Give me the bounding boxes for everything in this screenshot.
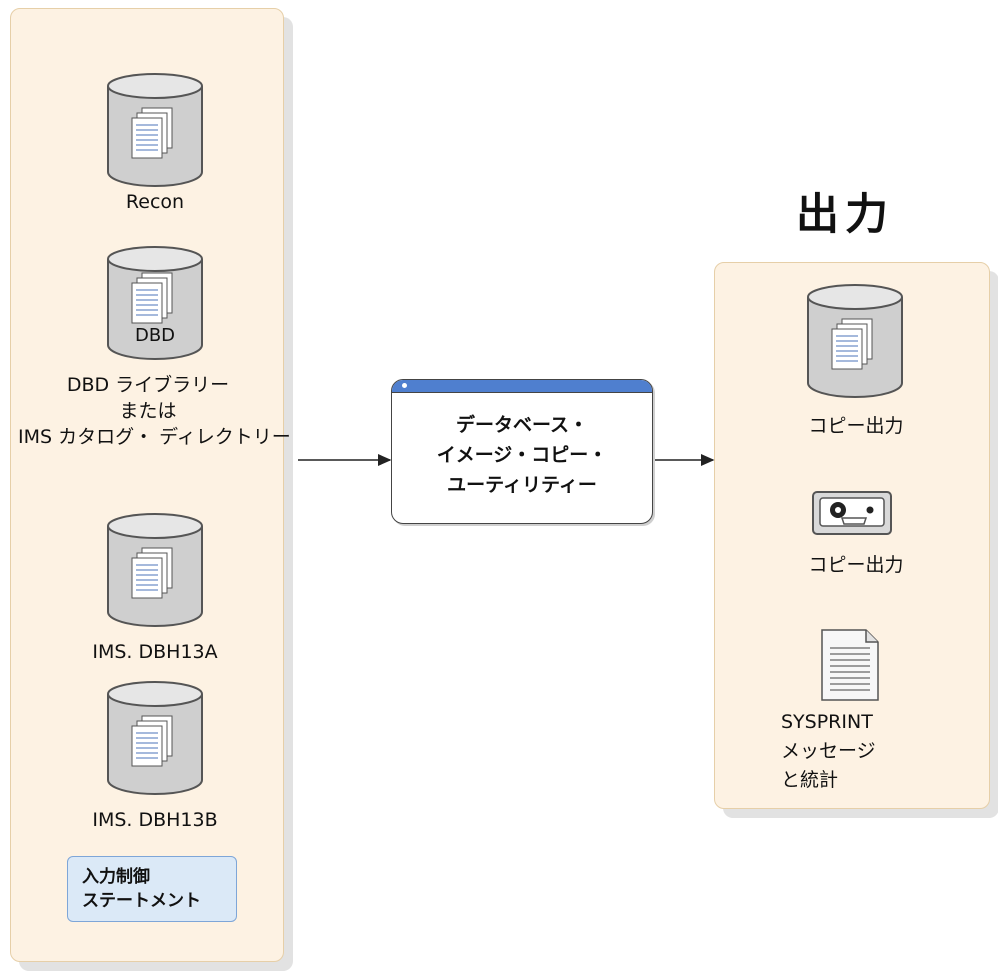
utility-titlebar (392, 380, 652, 393)
dbd-label-line-3: IMS カタログ・ ディレクトリー (18, 426, 291, 448)
control-statements-text: 入力制御 ステートメント (82, 865, 201, 913)
dbh13a-label: IMS. DBH13A (92, 641, 218, 663)
sysprint-line-2: メッセージ (781, 740, 876, 762)
dbh13a-database-icon (106, 512, 204, 630)
sysprint-label: SYSPRINT メッセージ と統計 (781, 708, 876, 795)
image-copy-utility-box: データベース・ イメージ・コピー・ ユーティリティー (391, 379, 653, 524)
utility-name: データベース・ イメージ・コピー・ ユーティリティー (392, 410, 652, 500)
control-line-2: ステートメント (82, 891, 201, 911)
output-heading: 出力 (796, 190, 894, 240)
copy-output-database-icon (806, 283, 904, 401)
tape-icon (812, 491, 892, 535)
utility-line-1: データベース・ (455, 414, 589, 436)
titlebar-dot-icon (402, 383, 407, 388)
dbh13b-label: IMS. DBH13B (92, 809, 218, 831)
dbd-library-label: DBD ライブラリー または IMS カタログ・ ディレクトリー (18, 372, 291, 450)
dbd-library-database-icon: DBD (106, 245, 204, 363)
dbd-label-line-2: または (119, 400, 177, 422)
recon-database-icon (106, 72, 204, 190)
copy-output-tape-label: コピー出力 (808, 554, 904, 576)
utility-line-3: ユーティリティー (447, 474, 597, 496)
utility-line-2: イメージ・コピー・ (436, 444, 608, 466)
input-control-statements-box: 入力制御 ステートメント (67, 856, 237, 922)
control-line-1: 入力制御 (82, 867, 150, 887)
recon-label: Recon (125, 191, 185, 213)
dbd-disk-label: DBD (134, 325, 176, 346)
dbh13b-database-icon (106, 680, 204, 798)
dbd-label-line-1: DBD ライブラリー (66, 374, 230, 396)
sysprint-document-icon (820, 628, 880, 702)
sysprint-line-1: SYSPRINT (781, 711, 873, 733)
sysprint-line-3: と統計 (781, 769, 839, 791)
copy-output-disk-label: コピー出力 (808, 415, 904, 437)
